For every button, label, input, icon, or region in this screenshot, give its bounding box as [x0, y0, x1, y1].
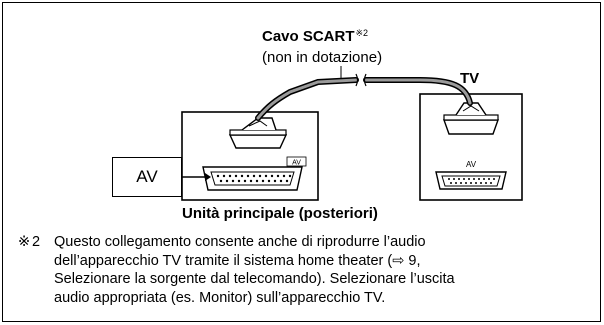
- av-device-box: AV: [112, 157, 182, 197]
- footnote-text: Questo collegamento consente anche di ri…: [54, 234, 455, 306]
- cable-subtitle: (non in dotazione): [262, 49, 383, 66]
- main-unit-scart-plug: [228, 117, 288, 149]
- footnote-mark: ※: [18, 234, 31, 250]
- av-arrow: [181, 173, 211, 181]
- main-unit-port-badge: AV: [286, 156, 307, 167]
- main-unit-title: Unità principale (posteriori): [182, 205, 378, 222]
- av-device-label: AV: [136, 167, 158, 186]
- main-unit-port-label: AV: [292, 160, 301, 167]
- tv-scart-port: AV: [435, 160, 507, 190]
- cable-footnote-ref: ※2: [355, 28, 369, 38]
- tv-scart-plug: [443, 102, 499, 135]
- connection-diagram: AV AV: [181, 66, 523, 201]
- cable-title: Cavo SCART※2: [262, 28, 369, 45]
- footnote-number: 2: [32, 234, 41, 250]
- tv-title: TV: [460, 70, 480, 87]
- scart-cable: [255, 66, 473, 121]
- figure-frame: [2, 2, 601, 322]
- tv-port-label: AV: [466, 160, 477, 169]
- main-unit-scart-port: [202, 166, 303, 191]
